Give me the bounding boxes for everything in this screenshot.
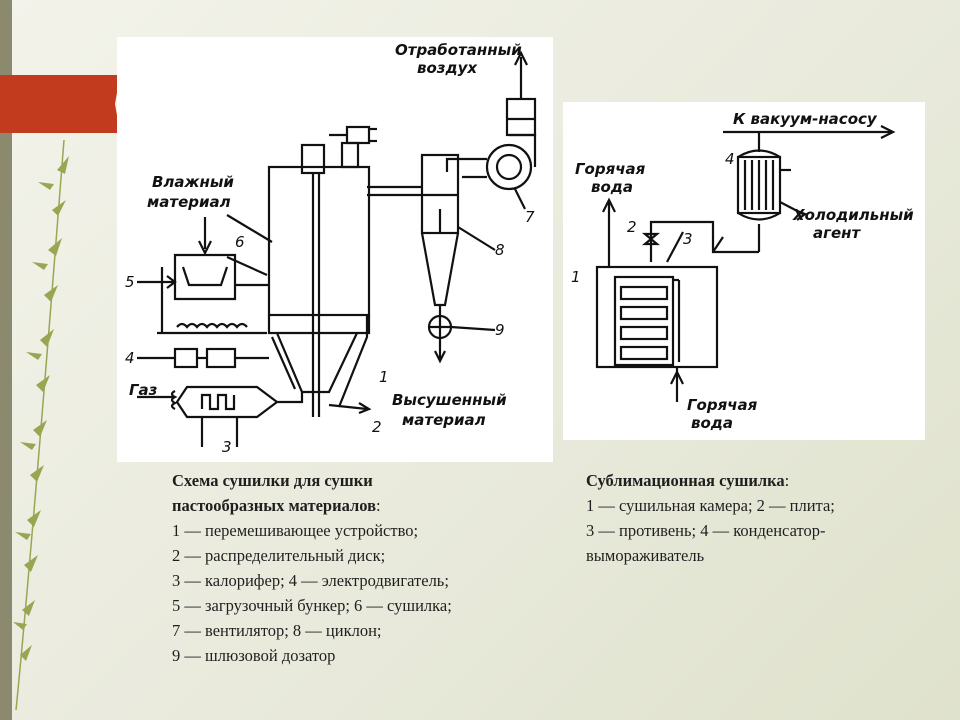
label-num-3: 3 (683, 230, 693, 248)
label-exhaust-air-2: воздух (417, 59, 478, 77)
label-num-9: 9 (495, 321, 505, 339)
paste-dryer-diagram: Отработанный воздух Влажный материал Газ… (117, 37, 553, 462)
caption-item: 7 — вентилятор; 8 — циклон; (172, 621, 382, 640)
label-vacuum-pump: К вакуум-насосу (733, 110, 878, 128)
caption-item: 3 — противень; 4 — конденсатор- (586, 521, 826, 540)
label-num-1: 1 (379, 368, 389, 386)
label-num-1: 1 (571, 268, 581, 286)
label-dried-material-2: материал (402, 411, 486, 429)
label-hot-water-top-1: Горячая (575, 160, 646, 178)
label-coolant-1: Холодильный (792, 206, 914, 224)
label-hot-water-top-2: вода (591, 178, 633, 196)
label-num-2: 2 (627, 218, 637, 236)
label-gas: Газ (129, 381, 158, 399)
label-num-6: 6 (235, 233, 245, 251)
caption-item: 1 — перемешивающее устройство; (172, 521, 419, 540)
accent-tab (0, 75, 120, 133)
caption-freeze-dryer: Сублимационная сушилка: 1 — сушильная ка… (586, 468, 931, 568)
caption-title-line1: Схема сушилки для сушки (172, 471, 373, 490)
label-num-8: 8 (495, 241, 505, 259)
caption-item: 9 — шлюзовой дозатор (172, 646, 336, 665)
caption-title: Сублимационная сушилка (586, 471, 785, 490)
freeze-dryer-svg: К вакуум-насосу Горячая вода Холодильный… (571, 110, 914, 432)
caption-item: 3 — калорифер; 4 — электродвигатель; (172, 571, 449, 590)
caption-item: 1 — сушильная камера; 2 — плита; (586, 496, 835, 515)
paste-dryer-svg: Отработанный воздух Влажный материал Газ… (125, 41, 537, 456)
label-num-4: 4 (725, 150, 735, 168)
label-hot-water-bottom-2: вода (691, 414, 733, 432)
label-exhaust-air-1: Отработанный (395, 41, 522, 59)
caption-title-colon: : (376, 496, 381, 515)
caption-title-line2: пастообразных материалов (172, 496, 377, 515)
label-num-5: 5 (125, 273, 135, 291)
label-num-3: 3 (222, 438, 232, 456)
label-dried-material-1: Высушенный (392, 391, 507, 409)
label-num-4: 4 (125, 349, 135, 367)
label-wet-material-2: материал (147, 193, 231, 211)
caption-title-colon: : (784, 471, 790, 490)
label-num-7: 7 (525, 208, 535, 226)
side-bar (0, 0, 12, 720)
caption-item: 2 — распределительный диск; (172, 546, 386, 565)
label-wet-material-1: Влажный (152, 173, 234, 191)
caption-paste-dryer: Схема сушилки для сушки пастообразных ма… (172, 468, 572, 668)
caption-item: 5 — загрузочный бункер; 6 — сушилка; (172, 596, 452, 615)
freeze-dryer-diagram: К вакуум-насосу Горячая вода Холодильный… (563, 102, 925, 440)
label-hot-water-bottom-1: Горячая (687, 396, 758, 414)
caption-item: вымораживатель (586, 546, 705, 565)
decorative-leaves (13, 139, 69, 711)
label-num-2: 2 (372, 418, 382, 436)
label-coolant-2: агент (813, 224, 861, 242)
